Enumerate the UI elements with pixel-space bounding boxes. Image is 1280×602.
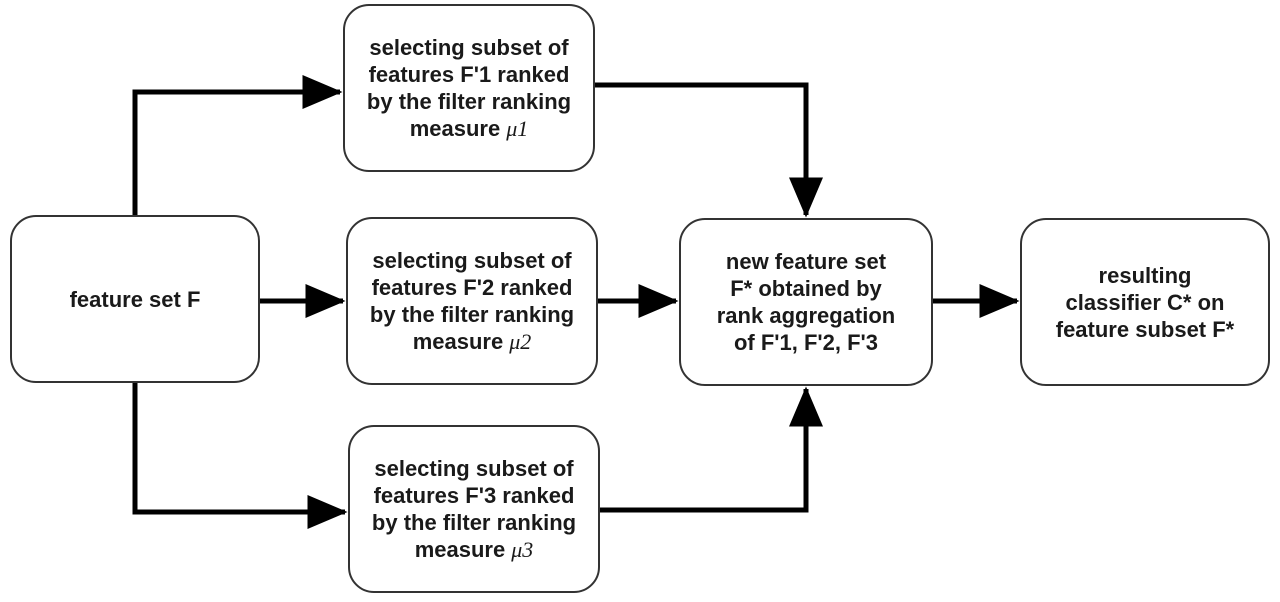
subset-2-measure-label: measure xyxy=(412,329,504,354)
subset-1-line-2: features F'1 ranked xyxy=(368,62,570,87)
new-set-line-3: rank aggregation xyxy=(716,303,896,328)
subset-2-line-3: by the filter ranking xyxy=(369,302,575,327)
subset-3-line-2: features F'3 ranked xyxy=(373,483,575,508)
arrow-subset-3-to-new-set xyxy=(600,386,823,513)
subset-2-line-2: features F'2 ranked xyxy=(371,275,573,300)
subset-3-box: selecting subset of features F'3 ranked … xyxy=(348,425,600,593)
arrow-subset-1-to-new-set xyxy=(595,82,823,218)
arrow-feature-to-subset-3 xyxy=(132,383,348,529)
feature-set-label: feature set F xyxy=(69,286,201,312)
classifier-box: resulting classifier C* on feature subse… xyxy=(1020,218,1270,386)
classifier-line-2: classifier C* on xyxy=(1065,289,1225,315)
subset-1-line-3: by the filter ranking xyxy=(366,89,572,114)
new-set-line-2: F* obtained by xyxy=(730,276,882,301)
subset-2-line-1: selecting subset of xyxy=(372,248,572,273)
subset-2-box: selecting subset of features F'2 ranked … xyxy=(346,217,598,385)
subset-3-line-1: selecting subset of xyxy=(374,456,574,481)
feature-set-box: feature set F xyxy=(10,215,260,383)
subset-1-box: selecting subset of features F'1 ranked … xyxy=(343,4,595,172)
subset-3-line-3: by the filter ranking xyxy=(371,510,577,535)
new-feature-set-box: new feature set F* obtained by rank aggr… xyxy=(679,218,933,386)
arrow-feature-to-subset-1 xyxy=(132,75,343,215)
subset-1-measure-label: measure xyxy=(409,116,501,141)
subset-1-line-1: selecting subset of xyxy=(369,35,569,60)
subset-2-measure-symbol: μ2 xyxy=(509,329,532,354)
subset-3-measure-symbol: μ3 xyxy=(511,537,534,562)
classifier-line-3: feature subset F* xyxy=(1055,316,1235,342)
new-set-line-1: new feature set xyxy=(725,249,887,274)
subset-1-measure-symbol: μ1 xyxy=(506,116,529,141)
subset-3-measure-label: measure xyxy=(414,537,506,562)
new-set-line-4: of F'1, F'2, F'3 xyxy=(733,330,879,355)
classifier-line-1: resulting xyxy=(1098,262,1192,288)
